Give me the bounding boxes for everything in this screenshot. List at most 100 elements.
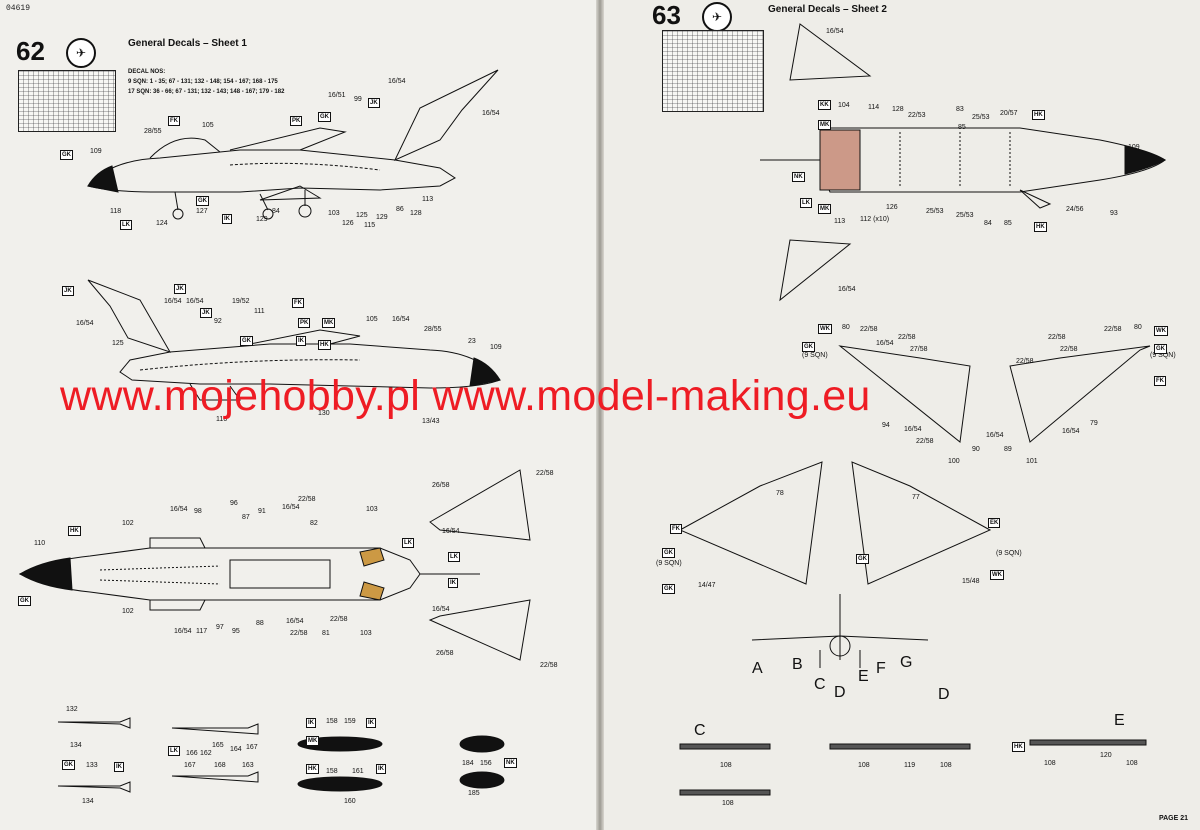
decal-callout: 22/58 bbox=[1016, 358, 1034, 365]
decal-callout: 25/53 bbox=[972, 114, 990, 121]
squadron-row: 17 SQN: 36 - 66; 67 - 131; 132 - 143; 14… bbox=[128, 89, 285, 95]
decal-callout: 130 bbox=[318, 410, 330, 417]
top-view-aircraft bbox=[760, 127, 1167, 209]
decal-callout: 108 bbox=[858, 762, 870, 769]
squadron-row: 9 SQN: 1 - 35; 67 - 131; 132 - 148; 154 … bbox=[128, 79, 278, 85]
decal-callout: 16/54 bbox=[432, 606, 450, 613]
decal-callout: 162 bbox=[200, 750, 212, 757]
decal-callout: 89 bbox=[1004, 446, 1012, 453]
squadron-code-tag: NK bbox=[504, 758, 517, 768]
decal-callout: 108 bbox=[720, 762, 732, 769]
decal-callout: 134 bbox=[82, 798, 94, 805]
decal-callout: 16/54 bbox=[186, 298, 204, 305]
decal-callout: 103 bbox=[366, 506, 378, 513]
pylon-panels bbox=[679, 739, 1147, 796]
decal-callout: 114 bbox=[868, 104, 880, 111]
wing-underside-left bbox=[838, 345, 971, 443]
decal-callout: 25/53 bbox=[956, 212, 974, 219]
squadron-code-tag: GK bbox=[662, 584, 675, 594]
squadron-code-tag: MK bbox=[322, 318, 336, 328]
decal-callout: 96 bbox=[230, 500, 238, 507]
decal-callout: 133 bbox=[86, 762, 98, 769]
right-page: 63 ✈ General Decals – Sheet 2 PAGE 21 bbox=[602, 0, 1200, 830]
decal-callout: 185 bbox=[468, 790, 480, 797]
decal-callout: 83 bbox=[956, 106, 964, 113]
decal-callout: 16/54 bbox=[174, 628, 192, 635]
decal-callout: 108 bbox=[1044, 760, 1056, 767]
squadron-code-tag: HK bbox=[68, 526, 81, 536]
decal-callout: 16/54 bbox=[876, 340, 894, 347]
decal-callout: 163 bbox=[242, 762, 254, 769]
decal-callout: 167 bbox=[184, 762, 196, 769]
page-footer: PAGE 21 bbox=[1158, 815, 1188, 822]
decal-callout: 16/54 bbox=[482, 110, 500, 117]
decal-callout: 108 bbox=[1126, 760, 1138, 767]
decal-callout: 26/58 bbox=[436, 650, 454, 657]
decal-callout: 16/54 bbox=[286, 618, 304, 625]
decal-callout: 22/58 bbox=[1048, 334, 1066, 341]
decal-callout: 22/58 bbox=[898, 334, 916, 341]
view-letter: D bbox=[834, 684, 846, 701]
top-view-aircraft bbox=[18, 537, 480, 611]
decal-callout: 108 bbox=[722, 800, 734, 807]
decal-callout: 16/54 bbox=[170, 506, 188, 513]
decal-callout: 117 bbox=[196, 628, 208, 635]
decal-callout: 105 bbox=[366, 316, 378, 323]
squadron-code-tag: IK bbox=[114, 762, 124, 772]
decal-callout: (9 SQN) bbox=[802, 352, 828, 359]
decal-callout: 118 bbox=[110, 208, 122, 215]
decal-callout: 16/54 bbox=[76, 320, 94, 327]
squadron-code-tag: IK bbox=[296, 336, 306, 346]
decal-callout: 112 (x10) bbox=[860, 216, 890, 223]
decal-callout: 113 bbox=[422, 196, 434, 203]
squadron-code-tag: MK bbox=[818, 204, 832, 214]
decal-callout: 126 bbox=[342, 220, 354, 227]
decal-callout: 134 bbox=[70, 742, 82, 749]
decal-callout: 22/58 bbox=[860, 326, 878, 333]
decal-callout: 164 bbox=[230, 746, 242, 753]
squadron-code-tag: GK bbox=[240, 336, 253, 346]
decal-callout: (9 SQN) bbox=[1150, 352, 1176, 359]
decal-callout: 16/54 bbox=[838, 286, 856, 293]
squadron-code-tag: IK bbox=[222, 214, 232, 224]
decal-callout: 87 bbox=[242, 514, 250, 521]
squadron-code-tag: HK bbox=[306, 764, 319, 774]
decal-callout: 166 bbox=[186, 750, 198, 757]
fin-view bbox=[428, 599, 531, 661]
front-view-aircraft bbox=[751, 594, 929, 668]
decal-callout: 113 bbox=[834, 218, 846, 225]
panel-letter: E bbox=[1114, 712, 1125, 729]
decal-callout: 126 bbox=[886, 204, 898, 211]
decal-callout: 97 bbox=[216, 624, 224, 631]
squadron-code-tag: GK bbox=[62, 760, 75, 770]
decal-callout: 160 bbox=[344, 798, 356, 805]
view-letter: F bbox=[876, 660, 886, 677]
decal-callout: 80 bbox=[842, 324, 850, 331]
decal-callout: 85 bbox=[958, 124, 966, 131]
squadron-code-tag: IK bbox=[366, 718, 376, 728]
wing-upper-left bbox=[678, 461, 823, 585]
squadron-code-tag: LK bbox=[402, 538, 414, 548]
decal-callout: 16/54 bbox=[442, 528, 460, 535]
decal-callout: 101 bbox=[1026, 458, 1038, 465]
decal-callout: 124 bbox=[156, 220, 168, 227]
decal-callout: 110 bbox=[34, 540, 46, 547]
decal-callout: 100 bbox=[948, 458, 960, 465]
decal-callout: 77 bbox=[912, 494, 920, 501]
decal-callout: 22/53 bbox=[908, 112, 926, 119]
decal-callout: 82 bbox=[310, 520, 318, 527]
squadron-code-tag: HK bbox=[1012, 742, 1025, 752]
squadron-code-tag: GK bbox=[318, 112, 331, 122]
view-letter: C bbox=[814, 676, 826, 693]
decal-callout: 22/58 bbox=[540, 662, 558, 669]
decal-callout: 125 bbox=[112, 340, 124, 347]
decal-callout: 159 bbox=[344, 718, 356, 725]
side-view-aircraft bbox=[87, 69, 499, 220]
squadron-code-tag: IK bbox=[376, 764, 386, 774]
decal-callout: 103 bbox=[360, 630, 372, 637]
decal-callout: 22/58 bbox=[330, 616, 348, 623]
squadron-code-tag: GK bbox=[18, 596, 31, 606]
decal-callout: 78 bbox=[776, 490, 784, 497]
decal-callout: 127 bbox=[196, 208, 208, 215]
squadron-code-tag: FK bbox=[1154, 376, 1166, 386]
